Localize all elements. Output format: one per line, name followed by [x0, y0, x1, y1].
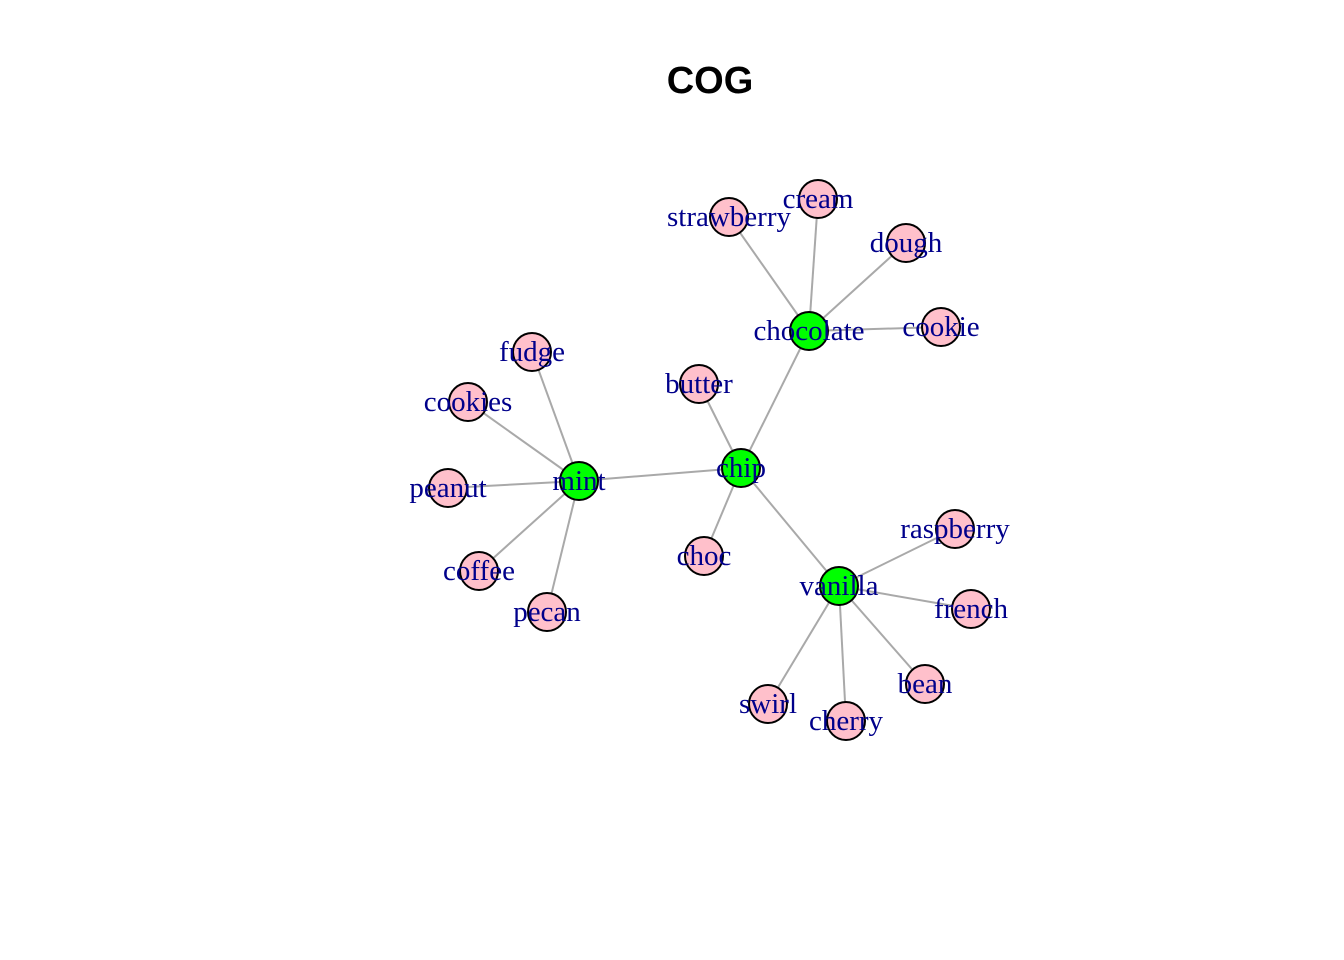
node-vanilla — [819, 566, 859, 606]
node-label-chip: chip — [716, 452, 766, 484]
node-label-dough: dough — [870, 227, 943, 259]
node-pecan — [527, 592, 567, 632]
node-raspberry — [935, 509, 975, 549]
node-label-mint: mint — [552, 465, 605, 497]
edge-vanilla-french — [838, 585, 972, 610]
edge-vanilla-raspberry — [838, 528, 956, 587]
node-label-cookies: cookies — [424, 386, 513, 418]
edge-vanilla-cherry — [838, 585, 847, 722]
node-label-raspberry: raspberry — [900, 513, 1010, 545]
node-mint — [559, 461, 599, 501]
label-layer: chip chocolate mint vanilla strawberrycreamd… — [409, 183, 1010, 737]
node-label-fudge: fudge — [499, 336, 565, 368]
node-strawberry — [709, 197, 749, 237]
node-choc — [684, 536, 724, 576]
node-label-coffee: coffee — [443, 555, 515, 587]
edge-chip-chocolate — [740, 330, 810, 469]
node-label-chocolate: chocolate — [753, 315, 864, 347]
node-peanut — [428, 468, 468, 508]
node-bean — [905, 664, 945, 704]
node-label-swirl: swirl — [739, 688, 797, 720]
node-fudge — [512, 332, 552, 372]
node-label-cookie: cookie — [902, 311, 979, 343]
edge-mint-pecan — [546, 480, 580, 613]
node-chocolate — [789, 311, 829, 351]
edge-chocolate-cream — [808, 198, 819, 332]
node-cookies — [448, 382, 488, 422]
edge-chip-mint — [578, 467, 742, 482]
edge-mint-cookies — [467, 401, 580, 482]
node-label-vanilla: vanilla — [800, 570, 879, 602]
node-cream — [798, 179, 838, 219]
node-label-choc: choc — [677, 540, 732, 572]
edge-mint-coffee — [478, 480, 580, 572]
node-label-butter: butter — [665, 368, 733, 400]
edge-mint-peanut — [447, 480, 580, 489]
node-label-pecan: pecan — [513, 596, 581, 628]
node-cherry — [826, 701, 866, 741]
node-dough — [886, 223, 926, 263]
edge-chocolate-dough — [808, 242, 907, 332]
node-coffee — [459, 551, 499, 591]
node-label-strawberry: strawberry — [667, 201, 792, 233]
node-butter — [679, 364, 719, 404]
edge-chocolate-strawberry — [728, 216, 810, 332]
node-layer — [428, 179, 991, 741]
graph-title: COG — [667, 60, 754, 102]
edge-layer — [447, 198, 972, 722]
node-label-french: french — [934, 593, 1009, 625]
node-label-cream: cream — [783, 183, 854, 215]
node-label-peanut: peanut — [409, 472, 486, 504]
node-cookie — [921, 307, 961, 347]
edge-chocolate-cookie — [808, 326, 942, 332]
node-label-bean: bean — [898, 668, 953, 700]
edge-mint-fudge — [531, 351, 580, 482]
node-french — [951, 589, 991, 629]
node-chip — [721, 448, 761, 488]
edge-chip-vanilla — [740, 467, 840, 587]
node-label-cherry: cherry — [809, 705, 884, 737]
edge-vanilla-bean — [838, 585, 926, 685]
edge-vanilla-swirl — [767, 585, 840, 705]
node-swirl — [748, 684, 788, 724]
